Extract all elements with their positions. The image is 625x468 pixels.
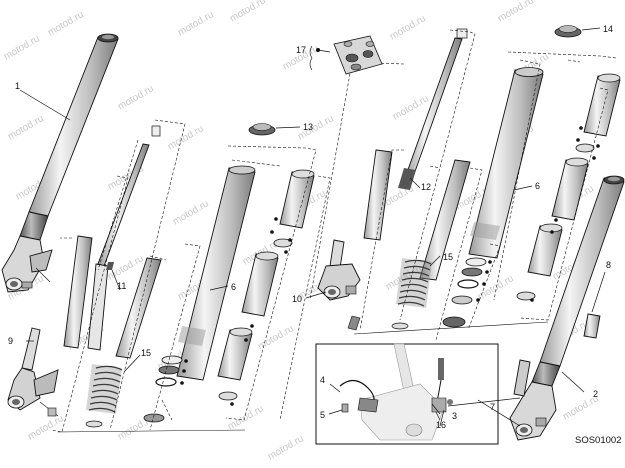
callout-6-right: 6 (535, 181, 540, 191)
callout-5: 5 (320, 410, 325, 420)
callout-1: 1 (15, 81, 20, 91)
diagram-code: SOS01002 (575, 435, 621, 446)
watermark: motod.ru (2, 33, 42, 62)
watermark: motod.ru (476, 273, 516, 302)
right-cartridge-6 (468, 67, 621, 302)
left-guide-lines (51, 119, 331, 433)
detail-inset (315, 343, 499, 445)
watermark: motod.ru (116, 83, 156, 112)
watermark: motod.ru (166, 123, 206, 152)
callout-4: 4 (320, 375, 325, 385)
callout-15-right: 15 (443, 252, 453, 262)
left-top-cap (248, 123, 276, 136)
watermark: motod.ru (176, 9, 216, 38)
part-17-kit (309, 35, 383, 75)
watermark: motod.ru (388, 13, 428, 42)
right-top-cap-14 (554, 25, 582, 38)
center-bracket-10 (317, 239, 361, 331)
left-fork-leg (1, 33, 119, 293)
left-seal-rings (143, 217, 292, 423)
leader-lines (19, 27, 606, 427)
callout-2: 2 (593, 389, 598, 399)
watermark: motod.ru (6, 113, 46, 142)
watermark: motod.ru (228, 0, 268, 25)
left-spring (85, 257, 162, 428)
watermark: motod.ru (266, 433, 306, 462)
callout-12: 12 (421, 182, 431, 192)
callout-17: 17 (296, 45, 306, 55)
watermark: motod.ru (391, 93, 431, 122)
callout-9: 9 (8, 336, 13, 346)
left-lower-slider (7, 327, 59, 417)
callout-16: 16 (436, 420, 446, 430)
watermark: motod.ru (171, 198, 211, 227)
callout-7: 7 (490, 402, 495, 412)
callout-3: 3 (452, 411, 457, 421)
callout-6-left: 6 (231, 282, 236, 292)
callout-15-left: 15 (141, 348, 151, 358)
watermark: motod.ru (226, 403, 266, 432)
callout-14: 14 (603, 24, 613, 34)
watermark: motod.ru (26, 413, 66, 442)
watermark: motod.ru (496, 0, 536, 25)
watermark: motod.ru (46, 9, 86, 38)
watermark: motod.ru (296, 113, 336, 142)
callout-13: 13 (303, 122, 313, 132)
callout-10: 10 (292, 294, 302, 304)
callout-11: 11 (117, 281, 126, 291)
callout-labels: 1 2 3 4 5 6 6 7 8 9 10 11 12 13 14 15 15… (8, 24, 613, 430)
center-damper-rod (363, 28, 468, 241)
left-inner-tube (63, 125, 161, 351)
watermark: motod.ru (256, 323, 296, 352)
center-seal-rings (442, 257, 492, 328)
center-spring (391, 159, 471, 330)
left-cartridge-6 (176, 165, 315, 401)
right-fork-leg (509, 175, 625, 441)
callout-8: 8 (606, 260, 611, 270)
part-8-pad (583, 313, 601, 339)
